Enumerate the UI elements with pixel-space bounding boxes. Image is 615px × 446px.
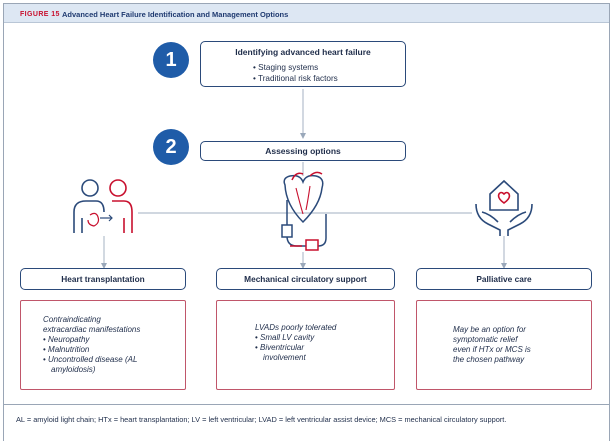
detail-text: May be an option for [453,325,526,334]
detail-line: Contraindicating [43,315,185,325]
option-palliative-title-box: Palliative care [416,268,592,290]
detail-line: • Uncontrolled disease (AL [43,355,185,365]
step-2-box: Assessing options [200,141,406,161]
option-htx-title-box: Heart transplantation [20,268,186,290]
detail-text: Malnutrition [48,345,90,354]
detail-text: Biventricular [260,343,305,352]
detail-text: even if HTx or MCS is [453,345,531,354]
detail-text: Contraindicating [43,315,101,324]
detail-line: LVADs poorly tolerated [255,323,394,333]
detail-line: • Neuropathy [43,335,185,345]
hands-house-heart-icon [475,179,533,236]
figure-footer: AL = amyloid light chain; HTx = heart tr… [4,404,609,441]
step-1-box: Identifying advanced heart failure • Sta… [200,41,406,87]
detail-line: extracardiac manifestations [43,325,185,335]
step-1-item: • Staging systems [253,63,319,72]
step-1-number: 1 [165,48,177,71]
detail-text: Uncontrolled disease (AL [48,355,138,364]
option-palliative-title: Palliative care [476,274,532,284]
detail-line: amyloidosis) [43,365,185,375]
abbreviations-note: AL = amyloid light chain; HTx = heart tr… [16,415,507,424]
bullet: • [255,333,261,342]
figure-title: Advanced Heart Failure Identification an… [62,10,289,19]
detail-line: involvement [255,353,394,363]
step-2-badge: 2 [153,129,189,165]
detail-line: symptomatic relief [453,335,591,345]
detail-text: Neuropathy [48,335,90,344]
option-htx-title: Heart transplantation [61,274,145,284]
detail-line: • Biventricular [255,343,394,353]
detail-line: • Malnutrition [43,345,185,355]
detail-line: May be an option for [453,325,591,335]
step-2-number: 2 [165,135,177,158]
people-heart-icon [73,179,133,233]
bullet: • [255,343,261,352]
bullet: • [43,355,49,364]
option-mcs-title-box: Mechanical circulatory support [216,268,395,290]
option-mcs-title: Mechanical circulatory support [244,274,367,284]
step-2-title: Assessing options [265,146,341,156]
bullet: • [43,345,49,354]
detail-text: extracardiac manifestations [43,325,141,334]
step-1-item: • Traditional risk factors [253,74,338,83]
bullet: • [43,335,49,344]
figure-header: FIGURE 15 Advanced Heart Failure Identif… [4,4,609,23]
option-mcs-details: LVADs poorly tolerated• Small LV cavity•… [216,300,395,390]
detail-text: Small LV cavity [260,333,315,342]
detail-text: amyloidosis) [51,365,96,374]
step-1-title: Identifying advanced heart failure [235,47,371,57]
step-1-badge: 1 [153,42,189,78]
detail-line: • Small LV cavity [255,333,394,343]
detail-text: the chosen pathway [453,355,525,364]
detail-text: LVADs poorly tolerated [255,323,337,332]
figure-label: FIGURE 15 [20,11,60,18]
detail-line: even if HTx or MCS is [453,345,591,355]
detail-line: the chosen pathway [453,355,591,365]
detail-text: symptomatic relief [453,335,518,344]
step-1-list: • Staging systems • Traditional risk fac… [253,62,338,84]
heart-lvad-icon [281,171,327,251]
detail-text: involvement [263,353,306,362]
